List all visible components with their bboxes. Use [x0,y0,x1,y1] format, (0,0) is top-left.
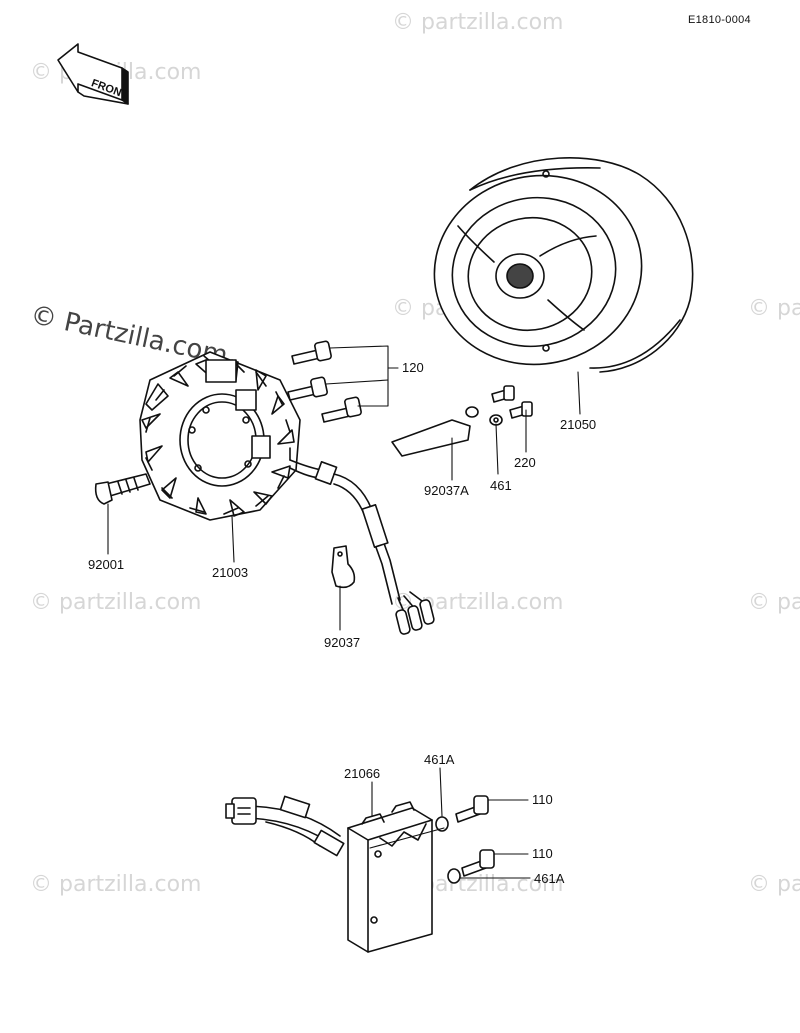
washer-461A [435,816,461,884]
screw-120 [287,340,362,423]
label-92037: 92037 [324,635,361,650]
stator-coil [139,351,301,521]
wire-clamp [331,545,356,589]
screw-220 [491,385,533,419]
stator-wire-harness [289,459,435,635]
label-110-bottom: 110 [532,846,553,861]
leader-lines [107,345,581,879]
front-arrow-icon [57,43,129,105]
label-21050: 21050 [560,417,597,432]
bolt-110 [455,795,495,877]
label-92037A: 92037A [424,483,469,498]
label-21003: 21003 [212,565,249,580]
label-92001: 92001 [88,557,125,572]
washer-461 [465,406,503,426]
flywheel-rotor [433,157,694,373]
drawing-code: E1810-0004 [688,14,751,26]
label-21066: 21066 [344,766,381,781]
label-120: 120 [402,360,424,375]
wire-plate [391,419,471,457]
label-461A-bottom: 461A [534,871,565,886]
label-220: 220 [514,455,536,470]
label-461A-top: 461A [424,752,455,767]
regulator-rectifier [225,795,433,953]
label-461: 461 [490,478,512,493]
bolt-92001 [94,473,151,505]
label-110-top: 110 [532,792,553,807]
